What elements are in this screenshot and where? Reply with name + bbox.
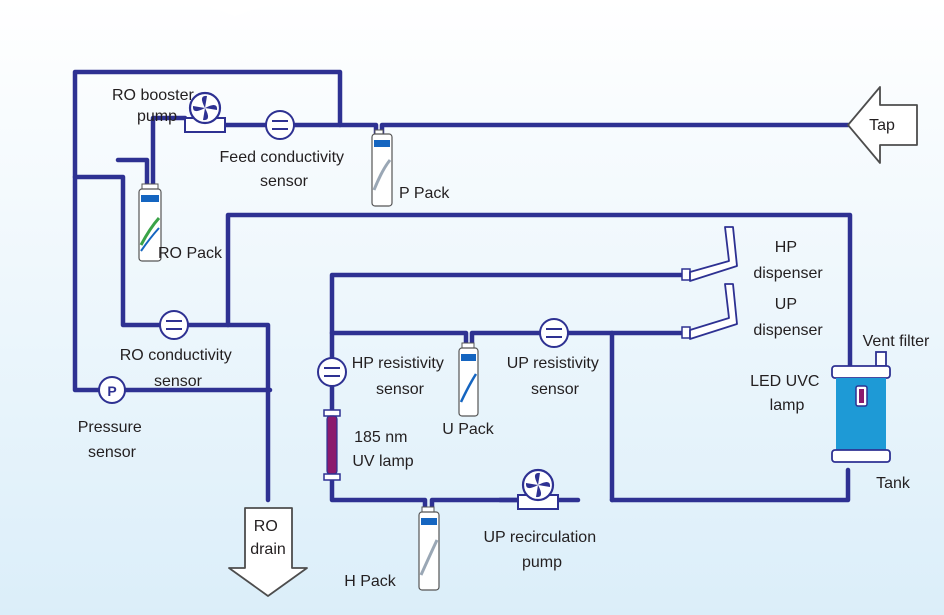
- feed-conductivity-sensor-label: Feed conductivity sensor: [220, 149, 349, 190]
- pipe-network: [72, 69, 853, 513]
- tank-label: Tank: [876, 475, 911, 492]
- feed-conductivity-sensor-icon: [265, 110, 295, 140]
- ro-booster-pump-icon: [184, 91, 226, 133]
- top-notch: [190, 0, 280, 16]
- pressure-sensor-icon: P: [98, 376, 126, 404]
- up-resistivity-sensor-label: UP resistivity sensor: [507, 355, 604, 398]
- p-pack-icon: [371, 129, 393, 207]
- vent-filter-label: Vent filter: [863, 333, 930, 350]
- tap-arrow: [847, 86, 918, 164]
- ro-drain-label: RO drain: [250, 518, 286, 558]
- h-pack-label: H Pack: [344, 573, 397, 590]
- led-uvc-lamp-label: LED UVC lamp: [750, 373, 824, 414]
- hp-resistivity-sensor-label: HP resistivity sensor: [352, 355, 449, 398]
- tank-icon: [831, 351, 891, 463]
- u-pack-icon: [458, 342, 479, 417]
- ro-booster-pump-label: RO booster pump: [112, 87, 198, 125]
- hp-dispenser-label: HP dispenser: [753, 239, 823, 282]
- ro-pack-label: RO Pack: [158, 245, 223, 262]
- up-recirculation-pump-icon: [517, 468, 559, 510]
- ro-pack-icon: [138, 183, 162, 262]
- h-pack-icon: [418, 506, 440, 591]
- hp-resistivity-sensor-icon: [317, 357, 347, 387]
- tap-label: Tap: [869, 117, 895, 134]
- u-pack-label: U Pack: [442, 421, 495, 438]
- p-pack-label: P Pack: [399, 185, 450, 202]
- up-dispenser-label: UP dispenser: [753, 296, 823, 339]
- uv-lamp-185-icon: [323, 409, 341, 481]
- ro-conductivity-sensor-label: RO conductivity sensor: [120, 347, 237, 390]
- up-dispenser-icon: [681, 283, 738, 340]
- ro-conductivity-sensor-icon: [159, 310, 189, 340]
- up-resistivity-sensor-icon: [539, 318, 569, 348]
- hp-dispenser-icon: [681, 226, 738, 282]
- pressure-sensor-label: Pressure sensor: [78, 419, 146, 461]
- uv-lamp-185-label: 185 nm UV lamp: [352, 429, 413, 470]
- pressure-symbol: P: [107, 383, 116, 399]
- ro-drain-arrow: [228, 507, 308, 597]
- up-recirculation-pump-label: UP recirculation pump: [483, 529, 600, 571]
